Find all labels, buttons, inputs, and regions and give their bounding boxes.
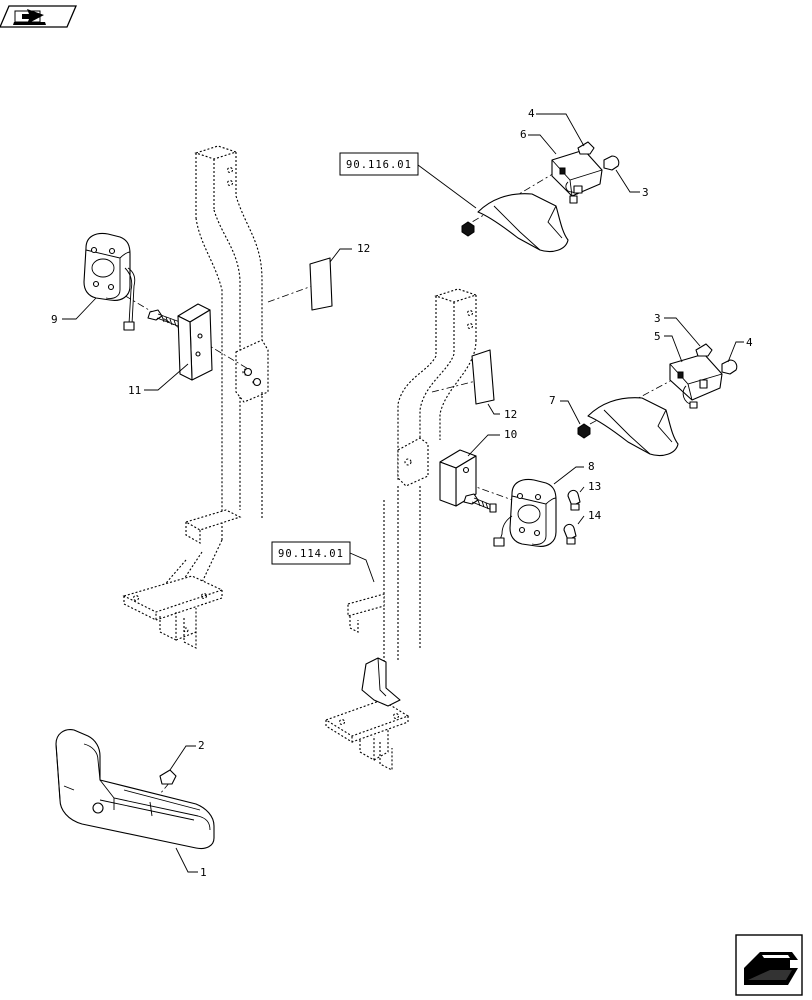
left-mounting-post bbox=[122, 145, 269, 649]
lamp-bracket-left bbox=[177, 303, 213, 381]
bulb-13 bbox=[567, 489, 581, 511]
nut-upper bbox=[461, 221, 475, 237]
callout-12-lower: 12 bbox=[504, 408, 517, 421]
bulb-3-lower bbox=[695, 343, 713, 357]
bulb-3-upper bbox=[603, 155, 620, 171]
nut-7 bbox=[577, 423, 591, 439]
callout-2: 2 bbox=[198, 739, 205, 752]
warning-decal-lower bbox=[471, 349, 495, 405]
callout-7: 7 bbox=[549, 394, 556, 407]
next-page-arrow-icon[interactable] bbox=[735, 934, 803, 996]
bolt-right bbox=[463, 493, 497, 513]
reference-upper-text: 90.116.01 bbox=[346, 159, 412, 171]
callout-9: 9 bbox=[51, 313, 58, 326]
callout-labels: 4 6 3 12 9 11 3 5 4 7 12 10 bbox=[51, 107, 753, 879]
lamp-bracket-right bbox=[439, 449, 477, 507]
previous-page-arrow-icon[interactable] bbox=[0, 5, 77, 28]
callout-14: 14 bbox=[588, 509, 602, 522]
fender-lower bbox=[587, 397, 679, 457]
bulb-4-lower bbox=[721, 359, 738, 375]
work-lamp-left bbox=[83, 232, 136, 331]
bulb-14 bbox=[563, 523, 577, 545]
callout-13: 13 bbox=[588, 480, 601, 493]
callout-6: 6 bbox=[520, 128, 527, 141]
callout-10: 10 bbox=[504, 428, 517, 441]
right-post-base-gusset bbox=[361, 657, 401, 707]
bulb-2 bbox=[159, 769, 177, 785]
rear-lamp-lower bbox=[669, 353, 723, 409]
callout-3-lower: 3 bbox=[654, 312, 661, 325]
callout-3-upper: 3 bbox=[642, 186, 649, 199]
bulb-4-upper bbox=[577, 141, 595, 155]
right-mounting-post bbox=[324, 288, 478, 771]
front-bumper-light-housing bbox=[55, 729, 215, 850]
frame-bolts-left bbox=[243, 367, 262, 387]
callout-11: 11 bbox=[128, 384, 141, 397]
warning-decal-upper bbox=[309, 257, 333, 311]
reference-box-upper[interactable]: 90.116.01 bbox=[339, 152, 419, 176]
work-lamp-right bbox=[493, 478, 557, 547]
callout-1: 1 bbox=[200, 866, 207, 879]
bolt-left bbox=[147, 309, 181, 327]
callout-8: 8 bbox=[588, 460, 595, 473]
callout-4-lower: 4 bbox=[746, 336, 753, 349]
callout-12-upper: 12 bbox=[357, 242, 370, 255]
callout-5: 5 bbox=[654, 330, 661, 343]
rear-lamp-upper bbox=[551, 149, 603, 204]
callout-4-upper: 4 bbox=[528, 107, 535, 120]
reference-box-lower[interactable]: 90.114.01 bbox=[271, 541, 351, 565]
fender-upper bbox=[477, 193, 569, 253]
reference-lower-text: 90.114.01 bbox=[278, 548, 344, 560]
